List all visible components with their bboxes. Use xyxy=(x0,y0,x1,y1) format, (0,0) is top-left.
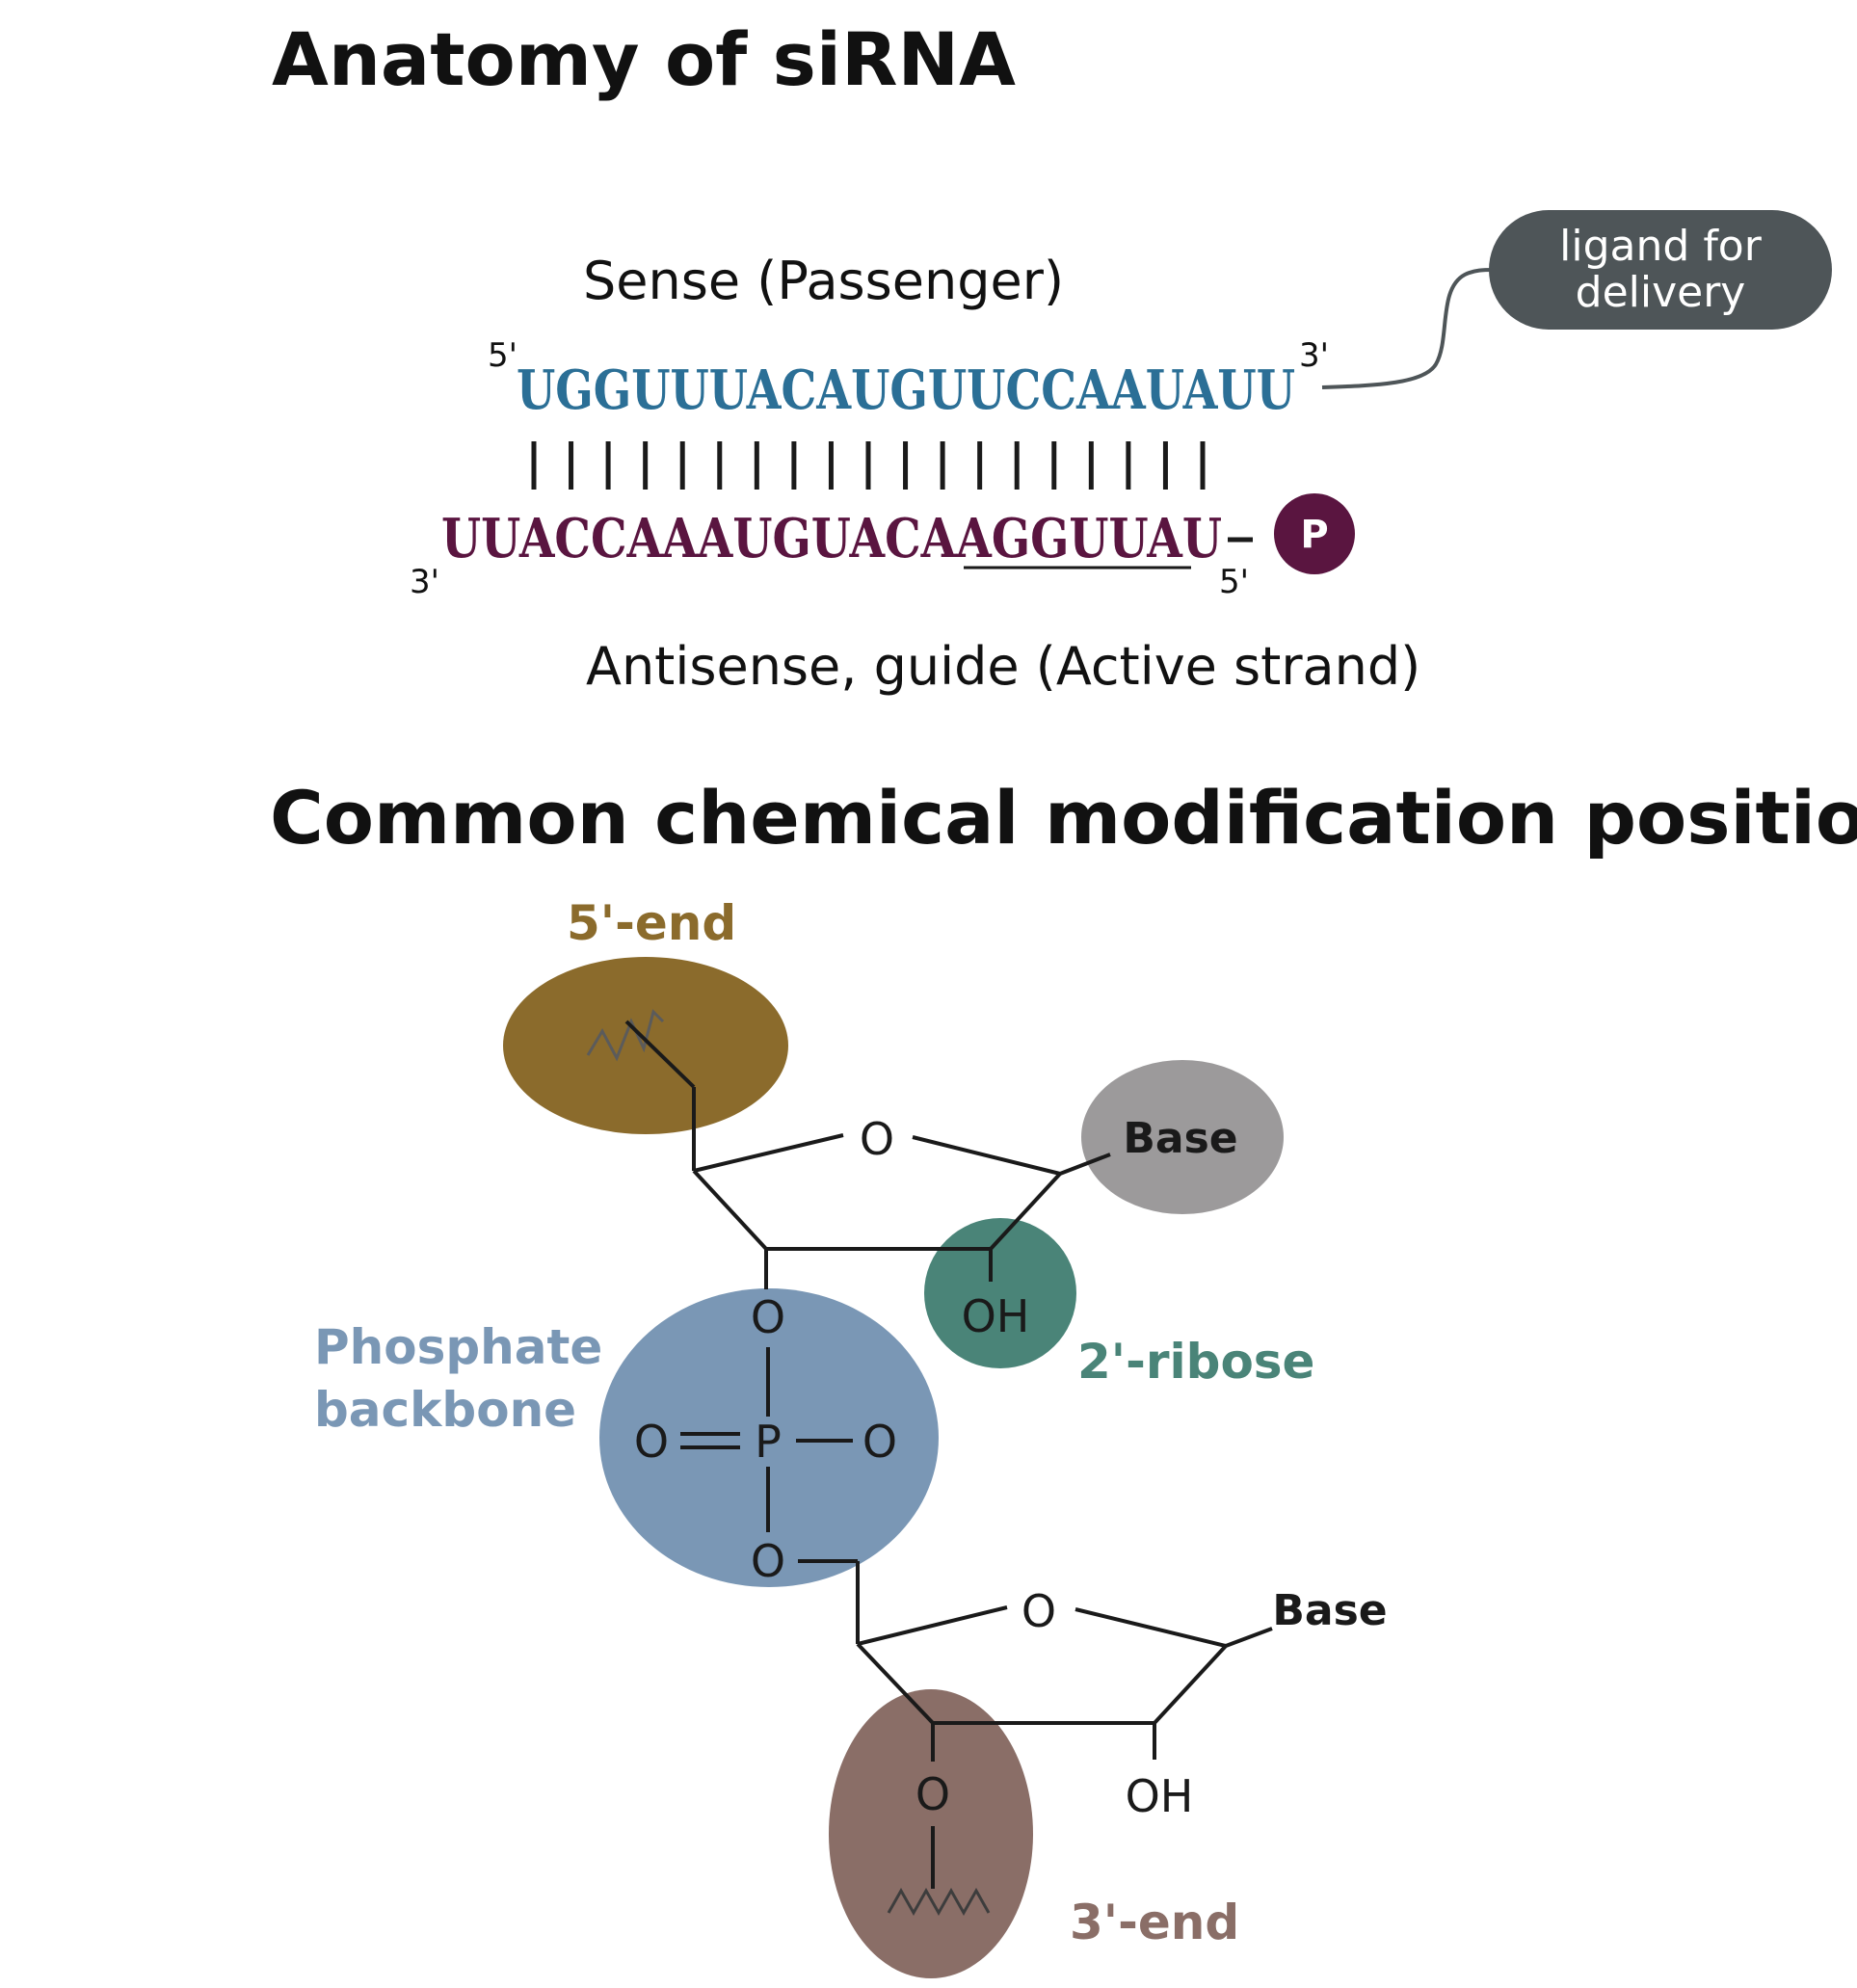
antisense-seed-region: AGGUUAU xyxy=(955,507,1222,570)
ring-oxygen-lower: O xyxy=(1021,1585,1056,1637)
sense-label: Sense (Passenger) xyxy=(583,251,1064,311)
anatomy-title: Anatomy of siRNA xyxy=(272,16,1016,102)
bond-o-c1-lower xyxy=(1074,1607,1227,1648)
ligand-bubble xyxy=(1489,210,1832,330)
antisense-sequence-main: UUACCAAAUGUACA xyxy=(441,507,958,570)
phosphate-backbone-region xyxy=(599,1288,939,1587)
ligand-label-line2: delivery xyxy=(1576,268,1746,317)
phosphate-backbone-label-line2: backbone xyxy=(314,1382,576,1438)
phosphorus-atom: P xyxy=(755,1416,782,1468)
three-end-label: 3'-end xyxy=(1070,1895,1239,1950)
five-end-label: 5'-end xyxy=(567,895,736,951)
bond-c4-o xyxy=(693,1133,844,1173)
base-label: Base xyxy=(1123,1114,1237,1163)
sense-3prime-label: 3' xyxy=(1299,336,1329,375)
ligand-tether xyxy=(1321,268,1495,389)
five-end-wavy-group xyxy=(586,1009,665,1062)
five-prime-phosphate xyxy=(1274,493,1355,574)
antisense-label: Antisense, guide (Active strand) xyxy=(586,636,1420,697)
two-ribose-region xyxy=(924,1218,1076,1368)
two-ribose-label: 2'-ribose xyxy=(1077,1334,1314,1390)
bond-c1-c2-lower xyxy=(1153,1644,1228,1725)
sense-sequence: UGGUUUACAUGUUCCAAUAUU xyxy=(517,358,1295,422)
sense-5prime-label: 5' xyxy=(488,336,517,375)
bond-c4-o-lower xyxy=(857,1605,1008,1646)
phosphate-oxygen-top: O xyxy=(751,1291,785,1343)
bond-c1-c2 xyxy=(989,1172,1062,1251)
base-label-lower: Base xyxy=(1272,1586,1387,1635)
antisense-5prime-label: 5' xyxy=(1219,563,1249,601)
five-prime-phosphate-label: P xyxy=(1300,513,1328,557)
modifications-title: Common chemical modification positions xyxy=(270,775,1857,861)
phosphate-oxygen-right: O xyxy=(862,1416,897,1468)
three-end-oxygen: O xyxy=(915,1768,950,1820)
bond-c3-c4-lower xyxy=(856,1642,935,1725)
phosphate-oxygen-bottom: O xyxy=(751,1535,785,1587)
bond-c5-wavy xyxy=(624,1020,696,1089)
antisense-sequence: UUACCAAAUGUACAAGGUUAU xyxy=(441,507,1222,570)
bond-c1-base-lower xyxy=(1225,1627,1273,1648)
ligand-label-line1: ligand for xyxy=(1559,222,1763,271)
phosphate-oxygen-left: O xyxy=(634,1416,669,1468)
phosphate-backbone-label-line1: Phosphate xyxy=(314,1319,602,1375)
two-prime-hydroxyl: OH xyxy=(962,1290,1030,1342)
bond-o-c1 xyxy=(912,1135,1061,1176)
ring-oxygen: O xyxy=(860,1113,894,1165)
antisense-3prime-label: 3' xyxy=(410,563,439,601)
bond-c3-c4 xyxy=(692,1169,768,1251)
two-prime-hydroxyl-lower: OH xyxy=(1126,1770,1194,1822)
base-region xyxy=(1081,1060,1284,1214)
base-pair-ticks xyxy=(531,441,1206,490)
bond-c1-base xyxy=(1059,1153,1111,1176)
three-end-wavy-group xyxy=(887,1887,991,1917)
